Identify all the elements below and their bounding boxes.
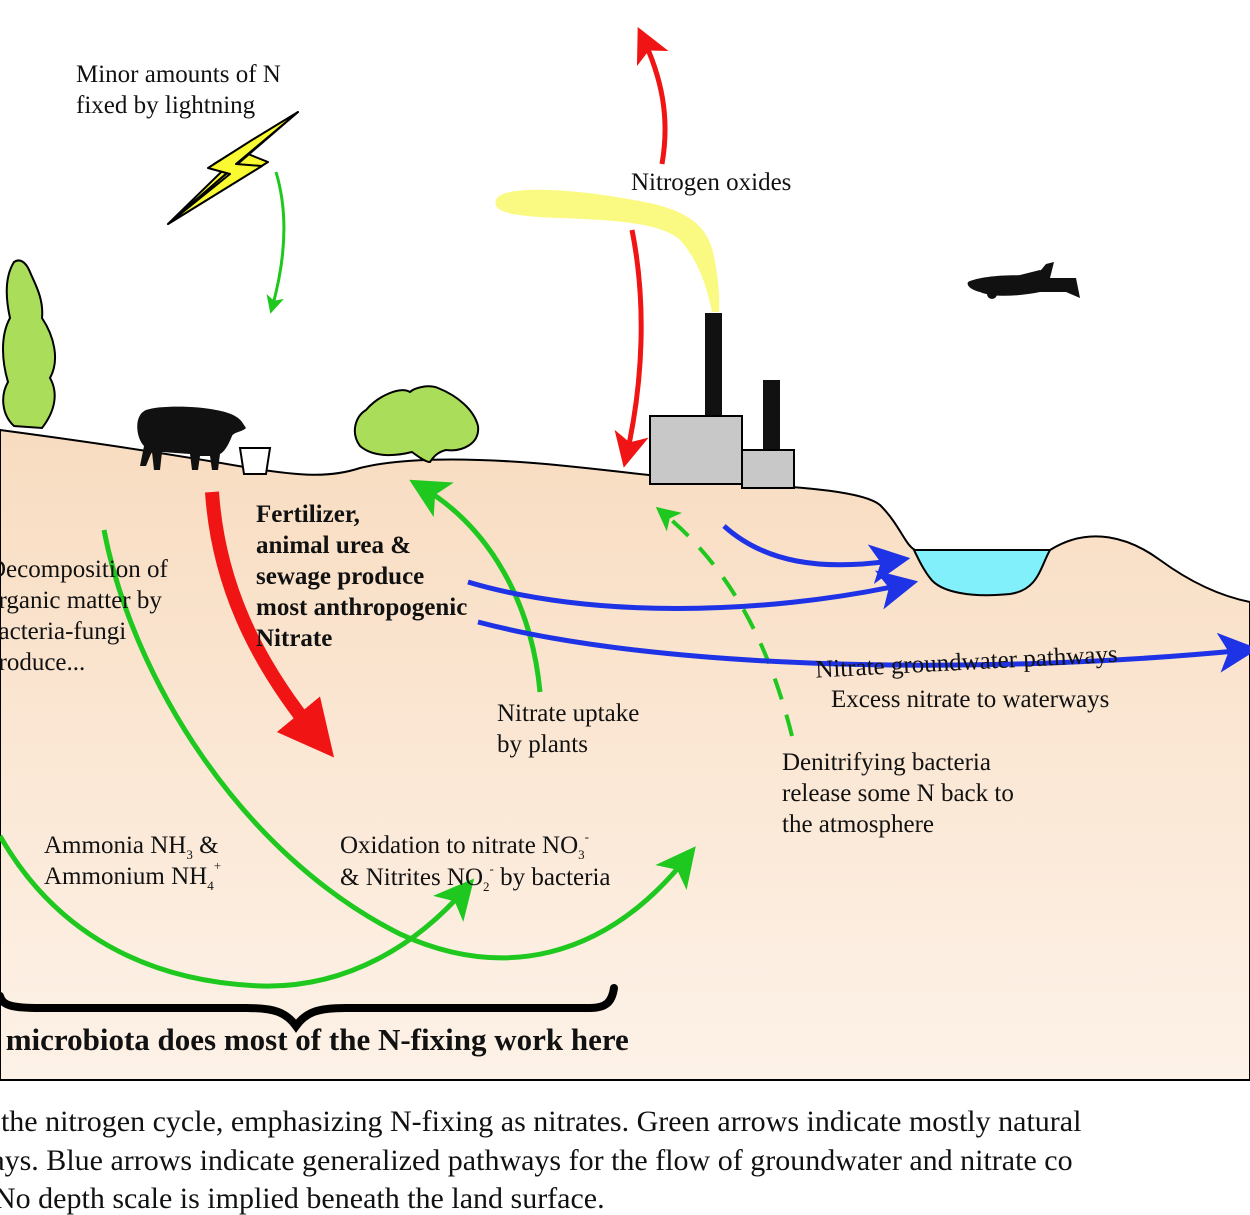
emission-up-arrow: [636, 26, 669, 165]
fertilizer-label-line3: sewage produce: [256, 563, 424, 590]
factory-annex: [741, 449, 795, 489]
groundwater-arrow-middle: [467, 570, 919, 611]
ammonium-label: Ammonium NH4+: [44, 858, 221, 893]
bucket: [238, 447, 272, 475]
decomposition-arrow: [101, 529, 696, 961]
decomposition-label-line3: bacteria-fungi: [0, 618, 126, 645]
groundwater-arrow-upper: [722, 524, 911, 584]
denitrifying-label-line2: release some N back to: [782, 780, 1014, 807]
oxidation-label-line1: Oxidation to nitrate NO3-: [340, 829, 589, 862]
deposition-down-arrow: [614, 229, 649, 468]
fertilizer-label-line2: animal urea &: [256, 532, 411, 559]
pond: [912, 549, 1052, 597]
caption-line2: pathways. Blue arrows indicate generaliz…: [0, 1144, 1073, 1177]
oxidation-label-line2: & Nitrites NO2- by bacteria: [340, 861, 611, 894]
caption-line1: Diagram of the nitrogen cycle, emphasizi…: [0, 1105, 1081, 1138]
microbiota-label: Soil microbiota does most of the N-fixin…: [0, 1022, 629, 1057]
groundwater-arrow-long: [477, 619, 1250, 673]
denitrifying-label-line3: the atmosphere: [782, 811, 934, 838]
decomposition-label-line1: Decomposition of: [0, 556, 169, 583]
tree: [2, 259, 57, 430]
uptake-label-line1: Nitrate uptake: [497, 700, 639, 727]
nitrogen-oxides-label: Nitrogen oxides: [631, 169, 791, 196]
factory-building: [649, 415, 743, 485]
smoke-plume: [495, 189, 720, 312]
lightning-nitrogen-arrow: [266, 171, 286, 314]
fertilizer-label-line1: Fertilizer,: [256, 501, 360, 528]
bush: [353, 385, 480, 464]
decomposition-label-line4: produce...: [0, 649, 85, 676]
uptake-label-line2: by plants: [497, 731, 588, 758]
smokestack-short: [763, 380, 780, 452]
cow: [137, 406, 246, 470]
plant-uptake-arrow: [409, 479, 543, 693]
ammonia-label: Ammonia NH3 &: [44, 832, 219, 862]
airplane: [967, 262, 1080, 299]
soil-ground: [0, 428, 1250, 1081]
lightning-label-line2: fixed by lightning: [76, 92, 256, 119]
fertilizer-label-line5: Nitrate: [256, 625, 332, 652]
denitrification-arrow: [655, 506, 794, 737]
excess-nitrate-label: Excess nitrate to waterways: [831, 686, 1109, 713]
smokestack-tall: [705, 313, 722, 417]
decomposition-label-line2: organic matter by: [0, 587, 162, 614]
fertilizer-label-line4: most anthropogenic: [256, 594, 467, 621]
lightning-label-line1: Minor amounts of N: [76, 61, 281, 88]
denitrifying-label-line1: Denitrifying bacteria: [782, 749, 991, 776]
microbiota-brace: [0, 984, 618, 1033]
fertilizer-nitrate-arrow: [205, 491, 335, 758]
caption-line3: No depth scale is implied beneath the la…: [0, 1182, 605, 1215]
